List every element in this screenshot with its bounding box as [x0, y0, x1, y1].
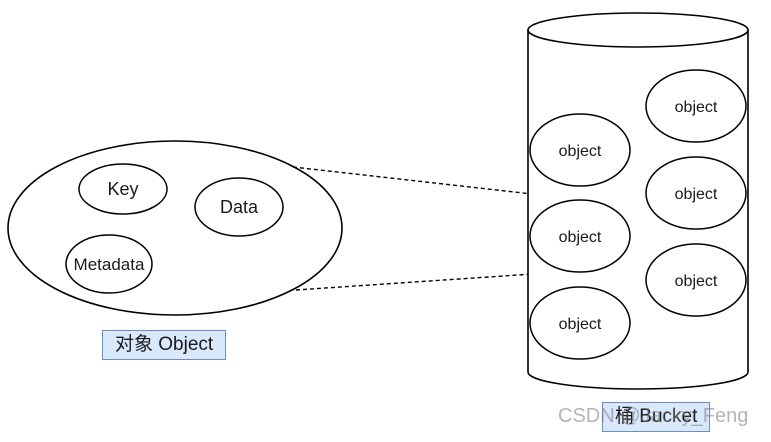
bucket-cylinder-top: [527, 12, 749, 48]
bucket-object: [529, 286, 631, 360]
object-caption: 对象 Object: [102, 330, 227, 360]
key-label: Key: [107, 179, 138, 199]
bucket-object: [645, 69, 747, 143]
object-ellipse: [7, 140, 343, 316]
bucket-object: [645, 243, 747, 317]
bucket-object: [529, 113, 631, 187]
bucket-object-label: object: [675, 186, 718, 203]
bucket-object-label: object: [675, 273, 718, 290]
bucket-object-label: object: [559, 143, 602, 160]
metadata-ellipse: [65, 234, 153, 294]
bucket-object-label: object: [559, 229, 602, 246]
bucket-object: [529, 199, 631, 273]
bucket-object: [645, 156, 747, 230]
bucket-caption: 桶 Bucket: [602, 402, 711, 432]
bucket-object-label: object: [675, 99, 718, 116]
bucket-object-label: object: [559, 316, 602, 333]
data-ellipse: [194, 177, 284, 237]
key-ellipse: [78, 163, 168, 215]
metadata-label: Metadata: [74, 255, 145, 274]
watermark: CSDN @Jacky_Feng: [558, 405, 749, 427]
data-label: Data: [220, 197, 259, 217]
